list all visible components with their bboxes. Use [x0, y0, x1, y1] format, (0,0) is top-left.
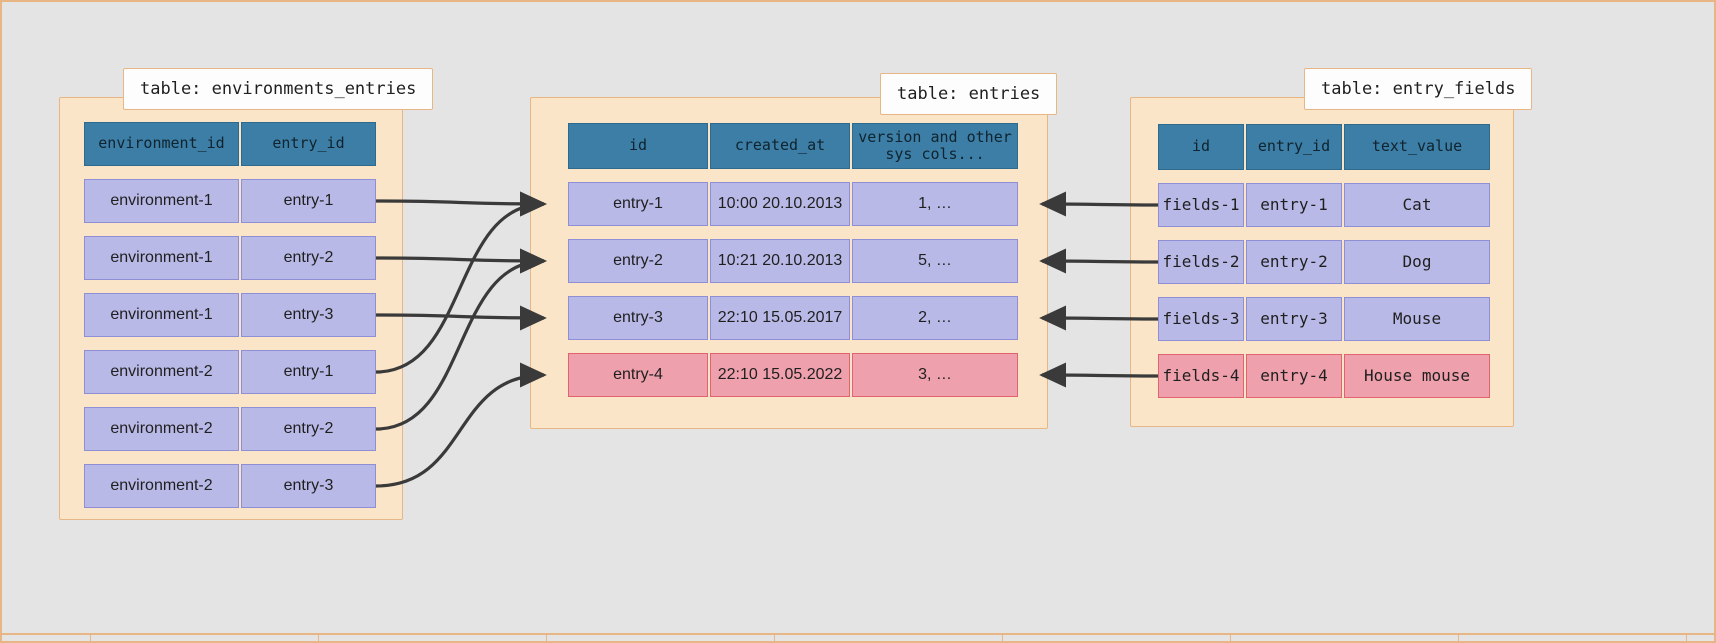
ruler-tick	[546, 635, 547, 643]
table-cell: entry-4	[1246, 354, 1342, 398]
table-cell: House mouse	[1344, 354, 1490, 398]
table-cell: environment-1	[84, 293, 239, 337]
table-cell: environment-2	[84, 407, 239, 451]
table-cell: environment-2	[84, 464, 239, 508]
column-header-entry-id: entry_id	[241, 122, 376, 166]
table-cell: entry-2	[241, 236, 376, 280]
table-cell: 22:10 15.05.2022	[710, 353, 850, 397]
panel-title-environments-entries: table: environments_entries	[123, 68, 434, 110]
table-cell: environment-2	[84, 350, 239, 394]
panel-title-entries: table: entries	[880, 73, 1058, 115]
table-cell: environment-1	[84, 179, 239, 223]
table-cell: 5, …	[852, 239, 1018, 283]
panel-title-entry-fields: table: entry_fields	[1304, 68, 1533, 110]
table-cell: entry-3	[241, 293, 376, 337]
bottom-ruler	[2, 633, 1714, 643]
table-cell: entry-4	[568, 353, 708, 397]
table-cell: 10:21 20.10.2013	[710, 239, 850, 283]
table-cell: 2, …	[852, 296, 1018, 340]
ruler-tick	[1458, 635, 1459, 643]
table-cell: Dog	[1344, 240, 1490, 284]
table-cell: entry-1	[568, 182, 708, 226]
ruler-tick	[1686, 635, 1687, 643]
table-cell: entry-3	[1246, 297, 1342, 341]
ruler-tick	[1230, 635, 1231, 643]
table-cell: entry-2	[1246, 240, 1342, 284]
table-cell: entry-1	[241, 179, 376, 223]
ruler-tick	[774, 635, 775, 643]
column-header-text-value: text_value	[1344, 124, 1490, 170]
table-cell: Mouse	[1344, 297, 1490, 341]
table-cell: entry-3	[568, 296, 708, 340]
table-cell: 3, …	[852, 353, 1018, 397]
table-cell: environment-1	[84, 236, 239, 280]
table-cell: 1, …	[852, 182, 1018, 226]
table-cell: entry-2	[568, 239, 708, 283]
table-cell: entry-1	[241, 350, 376, 394]
ruler-tick	[318, 635, 319, 643]
table-cell: entry-3	[241, 464, 376, 508]
table-cell: fields-2	[1158, 240, 1244, 284]
column-header-created-at: created_at	[710, 123, 850, 169]
table-cell: entry-2	[241, 407, 376, 451]
table-cell: fields-1	[1158, 183, 1244, 227]
column-header-id: id	[568, 123, 708, 169]
ruler-tick	[90, 635, 91, 643]
table-cell: entry-1	[1246, 183, 1342, 227]
table-cell: fields-3	[1158, 297, 1244, 341]
column-header-entry-id: entry_id	[1246, 124, 1342, 170]
column-header-version-and-other-sys-cols: version and other sys cols...	[852, 123, 1018, 169]
column-header-id: id	[1158, 124, 1244, 170]
table-cell: 22:10 15.05.2017	[710, 296, 850, 340]
table-cell: fields-4	[1158, 354, 1244, 398]
table-cell: Cat	[1344, 183, 1490, 227]
column-header-environment-id: environment_id	[84, 122, 239, 166]
table-cell: 10:00 20.10.2013	[710, 182, 850, 226]
ruler-tick	[1002, 635, 1003, 643]
